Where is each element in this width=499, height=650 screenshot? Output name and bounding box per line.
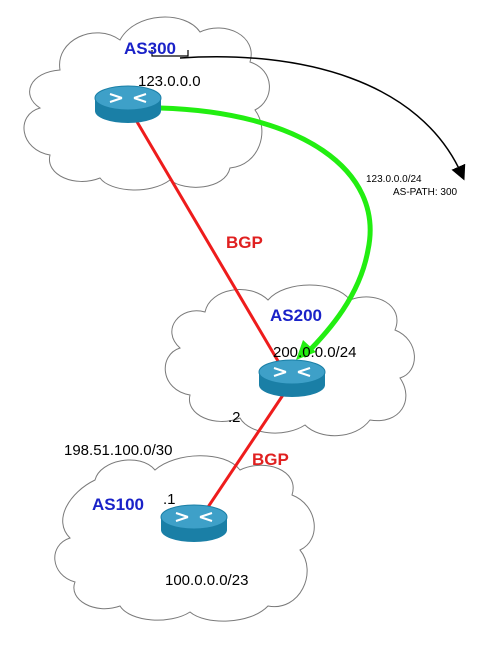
route-advertisement-arrowhead-icon: [296, 340, 316, 360]
upper-bgp-label: BGP: [226, 233, 263, 252]
as300-network-label: 123.0.0.0: [138, 73, 201, 90]
as200-label: AS200: [270, 306, 322, 325]
as300-as200-bgp-link: [131, 114, 290, 379]
as-path-label: AS-PATH: 300: [393, 187, 458, 198]
as100-label: AS100: [92, 495, 144, 514]
as200-interface-label: .2: [228, 409, 241, 426]
as300-router-icon: [94, 85, 162, 123]
route-advertisement-path: [157, 105, 373, 358]
as200-network-label: 200.0.0.0/24: [273, 344, 356, 361]
as300-label: AS300: [124, 39, 176, 58]
transit-subnet-label: 198.51.100.0/30: [64, 442, 172, 459]
advertised-prefix-label: 123.0.0.0/24: [366, 174, 422, 185]
as300-label-bracket: [151, 50, 189, 57]
as200-as100-bgp-link: [196, 391, 287, 523]
as100-router-icon: [160, 504, 228, 542]
lower-bgp-label: BGP: [252, 450, 289, 469]
curved-arrow-icon: [179, 56, 466, 181]
as200-router-icon: [258, 359, 326, 397]
as100-interface-label: .1: [163, 491, 176, 508]
as100-network-label: 100.0.0.0/23: [165, 572, 248, 589]
